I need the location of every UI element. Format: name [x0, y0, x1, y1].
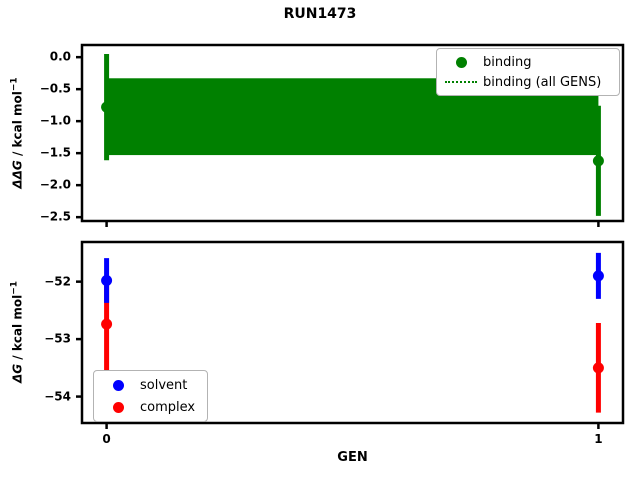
x-tick-label: 1: [594, 432, 603, 446]
data-point-marker: [592, 270, 604, 282]
legend-label: binding (all GENS): [483, 74, 602, 90]
y-tick-label: 0.0: [49, 49, 71, 64]
data-point-marker: [101, 318, 113, 330]
legend-bottom: solvent complex: [93, 370, 208, 422]
legend-item-complex: complex: [102, 396, 199, 418]
legend-label: binding: [483, 54, 532, 70]
bottom-ylabel-units: / kcal mol: [10, 294, 25, 364]
legend-item-binding-all-gens: binding (all GENS): [445, 72, 611, 92]
y-tick-label: −2.5: [39, 209, 71, 224]
legend-item-binding: binding: [445, 52, 611, 72]
x-axis-label: GEN: [337, 450, 368, 465]
chart-title: RUN1473: [283, 6, 357, 22]
data-point-marker: [592, 362, 604, 374]
data-point-marker: [101, 101, 113, 113]
legend-label: complex: [140, 399, 196, 415]
binding-all-gens-dotted-line-icon: [445, 81, 477, 83]
binding-dot-icon: [445, 56, 477, 68]
legend-item-solvent: solvent: [102, 374, 199, 396]
y-tick-label: −54: [44, 389, 71, 404]
y-tick-label: −52: [44, 274, 71, 289]
solvent-dot-icon: [102, 379, 134, 391]
y-tick-label: −0.5: [39, 81, 71, 96]
legend-label: solvent: [140, 377, 188, 393]
y-tick-label: −1.0: [39, 113, 71, 128]
bottom-ylabel-math: ΔG: [10, 363, 25, 384]
y-tick-label: −2.0: [39, 177, 71, 192]
y-tick-label: −1.5: [39, 145, 71, 160]
legend-top: binding binding (all GENS): [436, 48, 620, 96]
data-point-marker: [592, 155, 604, 167]
data-point-marker: [101, 274, 113, 286]
complex-dot-icon: [102, 401, 134, 413]
axes-frame: [80, 43, 625, 223]
axes-frame: [80, 240, 625, 425]
x-tick-label: 0: [102, 432, 111, 446]
y-tick-label: −53: [44, 331, 71, 346]
